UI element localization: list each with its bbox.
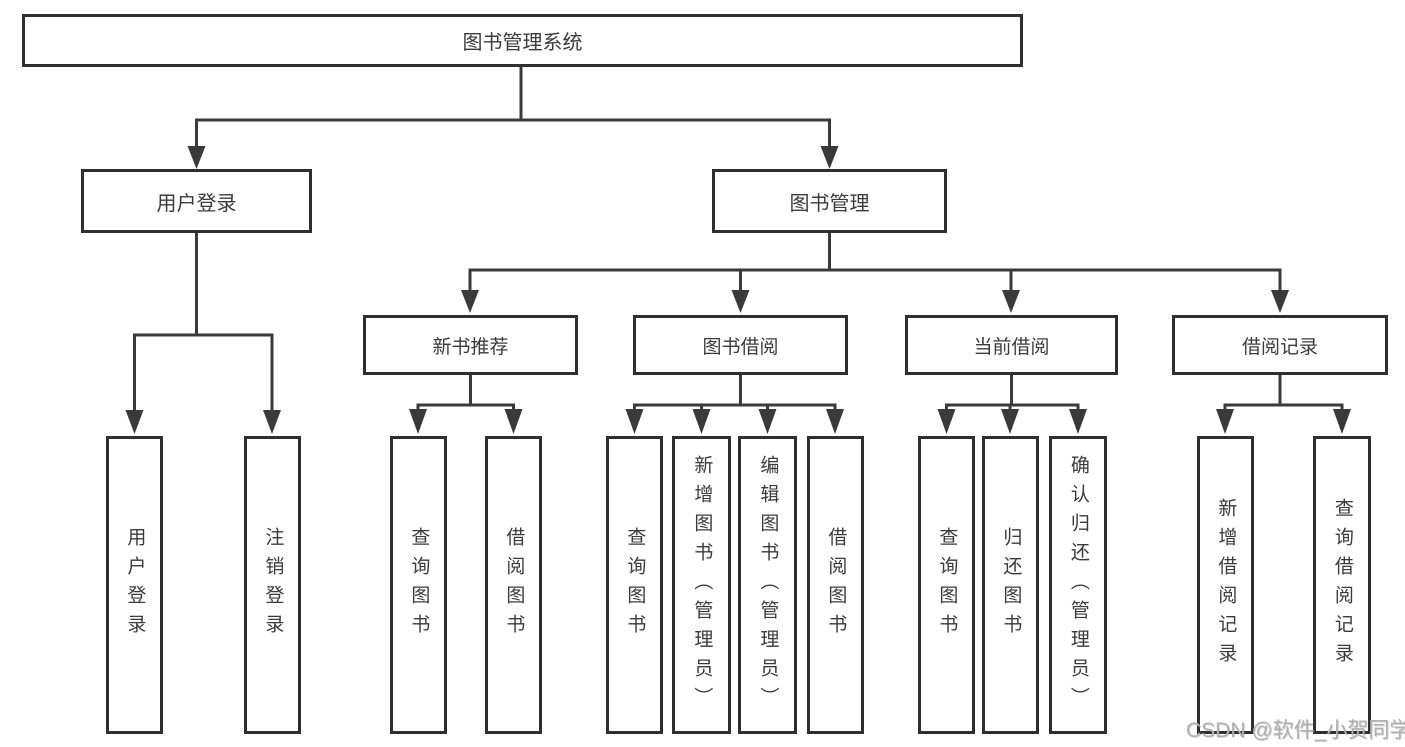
node-leaf-logout-label: 注销登录 (262, 527, 284, 643)
node-leaf-borrow-books-1-label: 借阅图书 (503, 527, 525, 643)
node-leaf-query-books-2: 查询图书 (606, 436, 663, 734)
node-leaf-return-book: 归还图书 (982, 436, 1039, 734)
node-leaf-borrow-books-2-label: 借阅图书 (825, 527, 847, 643)
csdn-watermark: CSDN @软件_小贺同学 (1186, 719, 1405, 742)
node-user-login-label: 用户登录 (156, 192, 237, 215)
node-leaf-edit-book-admin-label: 编辑图书（管理员） (757, 454, 779, 716)
node-book-mgmt-label: 图书管理 (789, 192, 870, 215)
node-leaf-user-login: 用户登录 (106, 436, 163, 734)
node-leaf-return-book-label: 归还图书 (1000, 527, 1022, 643)
node-leaf-add-borrow-record: 新增借阅记录 (1197, 436, 1254, 734)
node-leaf-confirm-return-admin-label: 确认归还（管理员） (1067, 454, 1089, 716)
node-leaf-borrow-books-1: 借阅图书 (485, 436, 542, 734)
node-leaf-add-book-admin: 新增图书（管理员） (672, 436, 731, 734)
node-leaf-edit-book-admin: 编辑图书（管理员） (738, 436, 797, 734)
node-leaf-query-books-1: 查询图书 (390, 436, 447, 734)
node-current-borrow: 当前借阅 (905, 315, 1118, 375)
node-leaf-query-books-3: 查询图书 (918, 436, 975, 734)
node-leaf-query-borrow-record-label: 查询借阅记录 (1331, 498, 1353, 672)
node-leaf-user-login-label: 用户登录 (124, 527, 146, 643)
node-current-borrow-label: 当前借阅 (973, 336, 1050, 358)
node-leaf-query-books-3-label: 查询图书 (936, 527, 958, 643)
node-leaf-confirm-return-admin: 确认归还（管理员） (1049, 436, 1107, 734)
node-borrow-records: 借阅记录 (1172, 315, 1388, 375)
node-leaf-borrow-books-2: 借阅图书 (807, 436, 864, 734)
node-leaf-query-books-1-label: 查询图书 (408, 527, 430, 643)
node-new-books-label: 新书推荐 (432, 336, 509, 358)
node-book-borrow: 图书借阅 (633, 315, 848, 375)
node-new-books: 新书推荐 (363, 315, 578, 375)
node-leaf-query-books-2-label: 查询图书 (624, 527, 646, 643)
node-borrow-records-label: 借阅记录 (1241, 336, 1318, 358)
node-root-label: 图书管理系统 (462, 32, 583, 54)
node-leaf-add-borrow-record-label: 新增借阅记录 (1215, 498, 1237, 672)
node-leaf-query-borrow-record: 查询借阅记录 (1313, 436, 1371, 734)
node-book-mgmt: 图书管理 (712, 169, 947, 233)
node-user-login: 用户登录 (81, 169, 312, 233)
node-book-borrow-label: 图书借阅 (702, 336, 779, 358)
node-root: 图书管理系统 (22, 14, 1023, 67)
node-leaf-logout: 注销登录 (244, 436, 301, 734)
node-leaf-add-book-admin-label: 新增图书（管理员） (691, 454, 713, 716)
